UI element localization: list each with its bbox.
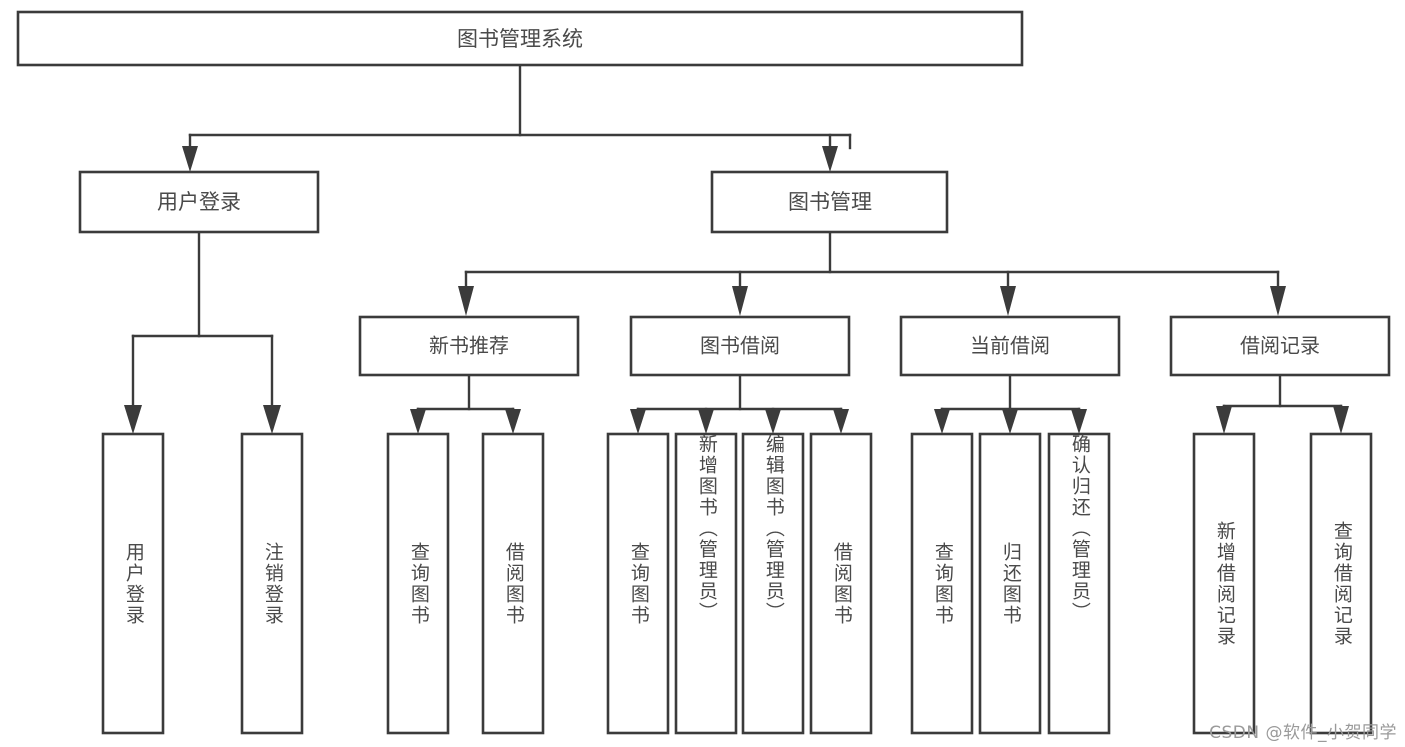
- connector-root-to-level2: [182, 63, 852, 172]
- leaf-rect-borrow-book-2[interactable]: [809, 432, 873, 735]
- leaf-rect-logout-login[interactable]: [240, 432, 304, 735]
- leaf-rect-add-record[interactable]: [1192, 432, 1256, 735]
- csdn-watermark: CSDN @软件_小贺同学: [1209, 723, 1397, 743]
- connector-currentborrow-to-leaves: [934, 373, 1087, 434]
- leaf-rect-query-book-2[interactable]: [606, 432, 670, 735]
- leaf-rect-borrow-book-1[interactable]: [481, 432, 545, 735]
- leaf-rect-user-login[interactable]: [101, 432, 165, 735]
- node-user-login-label: 用户登录: [157, 190, 241, 214]
- node-new-book-recommend[interactable]: 新书推荐: [358, 315, 580, 377]
- node-user-login[interactable]: 用户登录: [78, 170, 320, 234]
- node-book-management-label: 图书管理: [788, 190, 872, 214]
- leaf-rect-edit-book[interactable]: [741, 432, 805, 735]
- arrow-to-book-management: [822, 146, 838, 172]
- node-book-borrow[interactable]: 图书借阅: [629, 315, 851, 377]
- node-book-management[interactable]: 图书管理: [710, 170, 949, 234]
- leaf-rect-query-book-3[interactable]: [910, 432, 974, 735]
- connector-userlogin-to-leaves: [124, 230, 281, 434]
- leaf-rects: [101, 432, 1373, 735]
- connector-bookmgmt-to-level3: [458, 230, 1286, 316]
- node-book-borrow-label: 图书借阅: [700, 334, 780, 358]
- node-current-borrow[interactable]: 当前借阅: [899, 315, 1121, 377]
- leaf-rect-query-book-1[interactable]: [386, 432, 450, 735]
- leaf-rect-add-book[interactable]: [674, 432, 738, 735]
- connector-bookborrow-to-leaves: [630, 373, 849, 434]
- node-new-book-recommend-label: 新书推荐: [429, 334, 509, 358]
- arrow-to-user-login: [182, 146, 198, 172]
- node-system-title-label: 图书管理系统: [457, 27, 583, 51]
- node-borrow-record[interactable]: 借阅记录: [1169, 315, 1391, 377]
- connector-newbook-to-leaves: [410, 373, 521, 434]
- node-current-borrow-label: 当前借阅: [970, 334, 1050, 358]
- leaf-rect-query-record[interactable]: [1309, 432, 1373, 735]
- leaf-rect-confirm-return[interactable]: [1047, 432, 1111, 735]
- connector-borrowrecord-to-leaves: [1216, 373, 1349, 434]
- node-borrow-record-label: 借阅记录: [1240, 334, 1320, 358]
- node-system-title[interactable]: 图书管理系统: [16, 10, 1024, 67]
- leaf-rect-return-book[interactable]: [978, 432, 1042, 735]
